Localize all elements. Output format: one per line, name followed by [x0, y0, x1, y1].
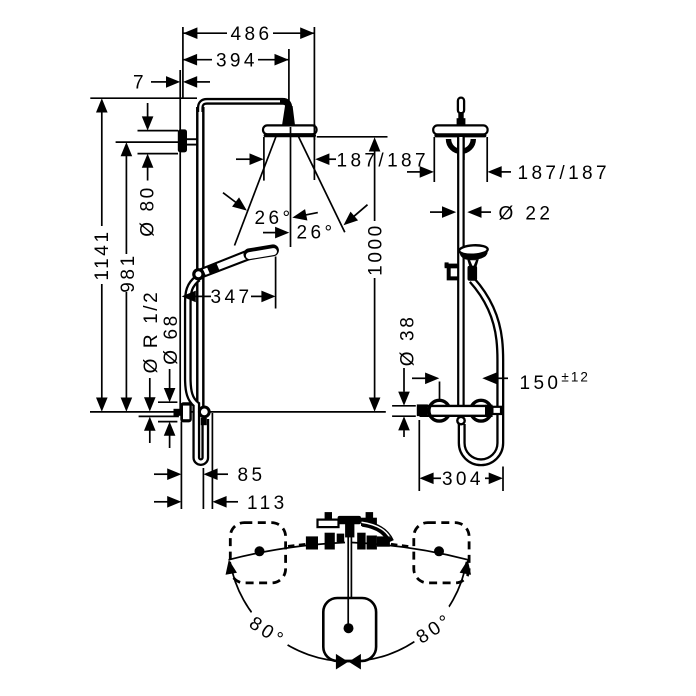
svg-text:187/187: 187/187 [518, 163, 610, 184]
svg-text:1141: 1141 [92, 229, 113, 280]
svg-text:187/187: 187/187 [337, 150, 429, 171]
svg-text:Ø R 1/2: Ø R 1/2 [141, 290, 162, 374]
svg-text:394: 394 [216, 51, 258, 72]
svg-text:981: 981 [118, 253, 139, 293]
svg-text:26°: 26° [297, 223, 336, 244]
svg-text:7: 7 [133, 73, 147, 94]
svg-text:Ø 80: Ø 80 [138, 185, 159, 237]
svg-text:347: 347 [211, 287, 253, 308]
svg-text:486: 486 [231, 24, 273, 45]
svg-text:Ø 22: Ø 22 [499, 204, 554, 225]
svg-text:113: 113 [247, 493, 288, 514]
svg-text:1000: 1000 [365, 223, 386, 276]
svg-text:Ø 68: Ø 68 [161, 313, 182, 365]
svg-text:26°: 26° [255, 208, 294, 229]
svg-text:304: 304 [442, 469, 484, 490]
svg-text:Ø 38: Ø 38 [397, 315, 418, 367]
svg-text:85: 85 [238, 465, 266, 486]
